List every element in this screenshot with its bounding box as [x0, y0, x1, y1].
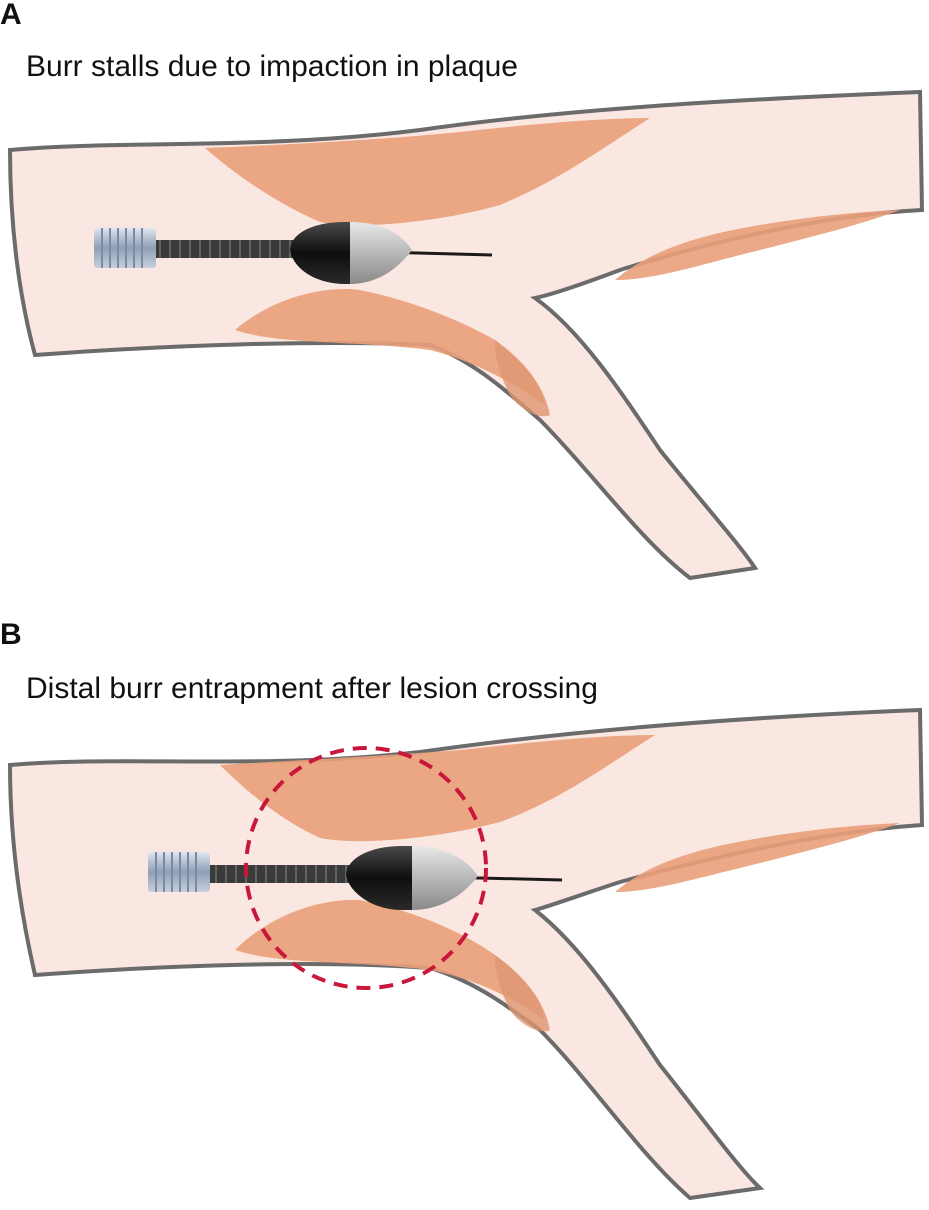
- plaque-branch: [495, 340, 550, 417]
- plaque-distal: [615, 823, 900, 892]
- panel-b: B Distal burr entrapment after lesion cr…: [0, 610, 929, 1210]
- plaque-distal: [615, 210, 900, 280]
- panel-caption: Burr stalls due to impaction in plaque: [26, 50, 518, 83]
- panel-letter: B: [0, 618, 22, 651]
- drive-shaft: [206, 865, 356, 883]
- plaque-top: [205, 118, 650, 226]
- vessel-diagram-a: [7, 89, 925, 581]
- shaft-coils: [159, 240, 291, 258]
- connector-threads: [155, 852, 197, 892]
- burr-dark-half: [346, 846, 412, 910]
- burr-diamond-tip: [412, 846, 478, 910]
- connector-threads: [101, 228, 143, 268]
- entrapment-highlight-circle: [244, 746, 488, 990]
- panel-caption: Distal burr entrapment after lesion cros…: [26, 672, 598, 705]
- plaque-top: [220, 735, 655, 842]
- vessel-diagram-b: [7, 707, 925, 1201]
- panel-letter: A: [0, 0, 22, 31]
- plaque-bottom: [235, 899, 545, 1020]
- panel-a: A Burr stalls due to impaction in plaque: [0, 0, 929, 600]
- burr-diamond-tip: [350, 222, 412, 284]
- shaft-coils: [215, 865, 347, 883]
- drive-shaft: [150, 240, 300, 258]
- plaque-branch: [495, 955, 550, 1032]
- plaque-bottom: [235, 289, 545, 405]
- burr-dark-half: [290, 222, 350, 284]
